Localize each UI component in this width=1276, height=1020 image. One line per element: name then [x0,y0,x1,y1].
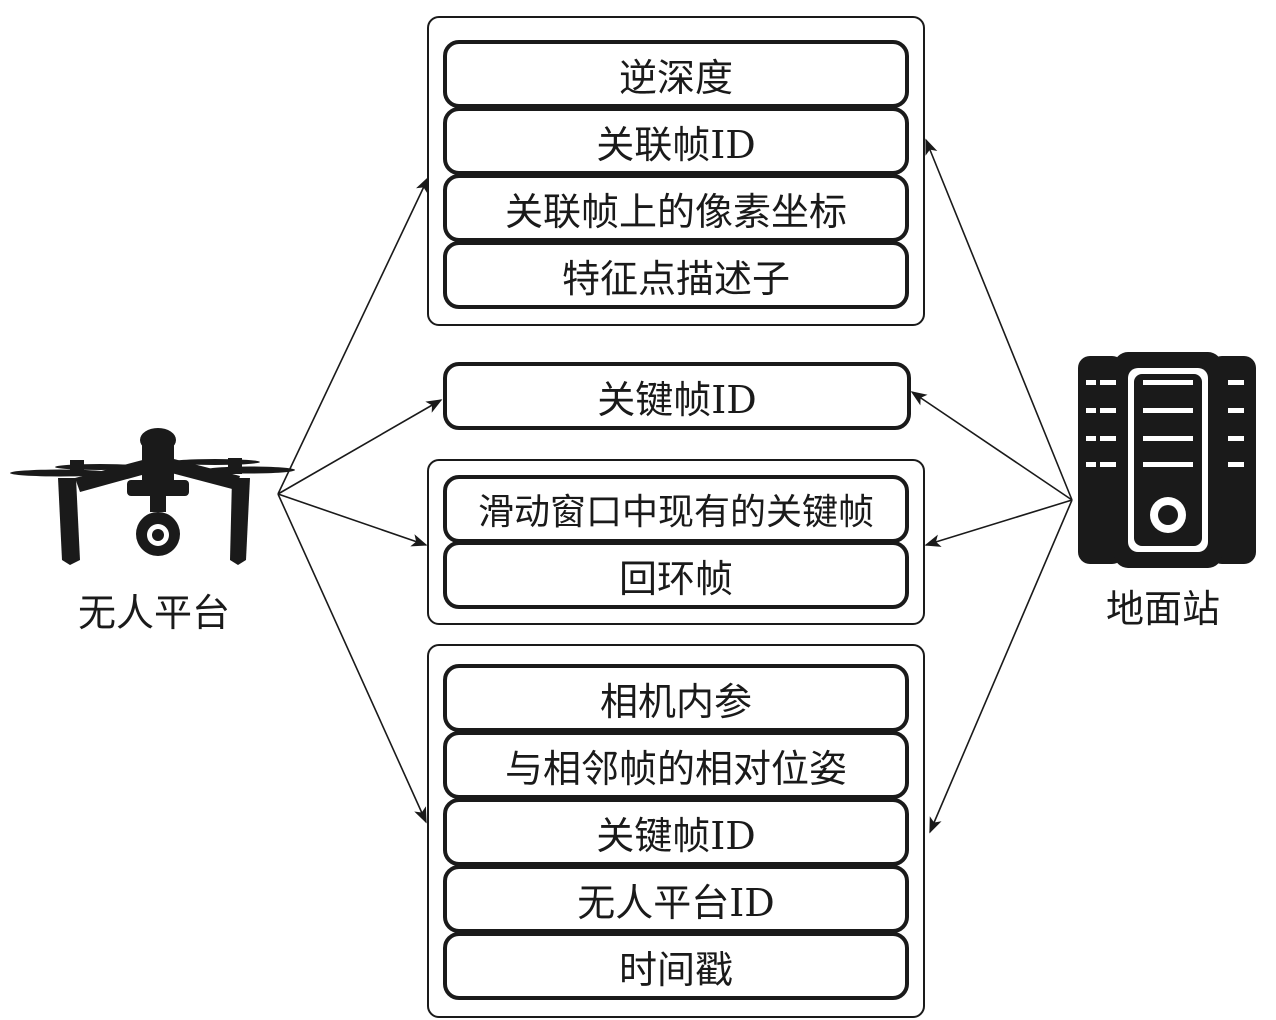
arrow-drone-group1 [277,176,429,495]
field-platform-id: 无人平台ID [443,865,909,933]
field-sliding-window-keyframes: 滑动窗口中现有的关键帧 [443,475,909,543]
station-label: 地面站 [1106,587,1221,631]
arrow-drone-group4 [277,493,427,824]
arrow-station-group1 [925,138,1073,501]
field-camera-intrinsics: 相机内参 [443,664,909,732]
field-loop-frame: 回环帧 [443,541,909,609]
field-keyframe-id-single: 关键帧ID [443,362,911,430]
field-associated-frame-id: 关联帧ID [443,107,909,175]
field-inverse-depth: 逆深度 [443,40,909,108]
window-group: 滑动窗口中现有的关键帧 回环帧 [427,459,925,625]
arrow-station-keyframe [910,391,1073,501]
arrow-drone-group3 [277,493,428,547]
field-keyframe-id: 关键帧ID [443,798,909,866]
arrow-station-group4 [929,499,1073,834]
keyframe-info-group: 相机内参 与相邻帧的相对位姿 关键帧ID 无人平台ID 时间戳 [427,644,925,1018]
arrow-station-group3 [924,499,1073,547]
field-feature-descriptor: 特征点描述子 [443,241,909,309]
feature-point-group: 逆深度 关联帧ID 关联帧上的像素坐标 特征点描述子 [427,16,925,326]
field-relative-pose: 与相邻帧的相对位姿 [443,731,909,799]
field-associated-pixel-coords: 关联帧上的像素坐标 [443,174,909,242]
arrow-drone-keyframe [277,399,443,495]
field-timestamp: 时间戳 [443,932,909,1000]
drone-label: 无人平台 [78,591,231,635]
